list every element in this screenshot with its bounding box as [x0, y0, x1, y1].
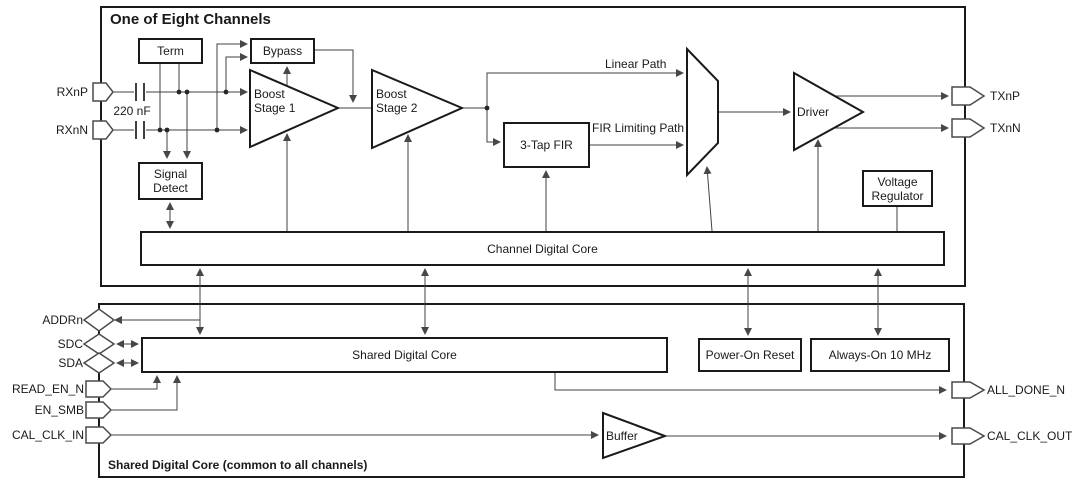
read-en-pin — [85, 380, 113, 398]
read-en-pin-label: READ_EN_N — [11, 382, 84, 396]
mux-symbol — [686, 46, 719, 178]
addr-pin — [82, 308, 116, 332]
fir-block: 3-Tap FIR — [503, 122, 590, 168]
driver-label: Driver — [797, 105, 829, 119]
en-smb-pin — [85, 401, 113, 419]
cal-clk-in-pin — [85, 426, 113, 444]
always-on-block: Always-On 10 MHz — [810, 338, 950, 372]
inter-core-wires — [196, 268, 882, 336]
all-done-pin — [951, 381, 986, 399]
signal-detect-block: Signal Detect — [138, 162, 203, 200]
rxn-pin-label: RXnN — [55, 123, 88, 137]
sdc-pin — [82, 333, 116, 355]
cal-clk-in-pin-label: CAL_CLK_IN — [11, 428, 84, 442]
txn-pin — [951, 118, 986, 138]
boost-stage-1-label: Boost Stage 1 — [254, 87, 296, 115]
boost-stage-2-label: Boost Stage 2 — [376, 87, 418, 115]
power-on-reset-block: Power-On Reset — [698, 338, 802, 372]
channel-wires — [113, 40, 949, 231]
boost-stage-2-symbol — [371, 68, 465, 150]
fir-limiting-path-label: FIR Limiting Path — [592, 121, 685, 135]
shared-wires — [111, 316, 947, 440]
rxn-pin — [92, 120, 114, 140]
cap-value-label: 220 nF — [113, 104, 151, 118]
junction-dots — [157, 89, 490, 133]
rxp-pin-label: RXnP — [56, 85, 88, 99]
channel-digital-core-block: Channel Digital Core — [140, 231, 945, 266]
driver-symbol — [793, 71, 866, 152]
coupling-capacitor-symbols — [135, 83, 145, 139]
cal-clk-out-pin-label: CAL_CLK_OUT — [987, 429, 1073, 443]
addr-pin-label: ADDRn — [42, 313, 83, 327]
package-pins — [82, 82, 986, 445]
sdc-pin-label: SDC — [57, 337, 83, 351]
txp-pin-label: TXnP — [990, 89, 1021, 103]
rxp-pin — [92, 82, 114, 102]
bypass-block: Bypass — [250, 38, 315, 64]
txp-pin — [951, 86, 986, 106]
amplifier-symbols — [249, 46, 866, 460]
en-smb-pin-label: EN_SMB — [34, 403, 84, 417]
all-done-pin-label: ALL_DONE_N — [987, 383, 1066, 397]
channel-control-wires — [166, 66, 822, 232]
buffer-symbol — [602, 411, 668, 460]
txn-pin-label: TXnN — [990, 121, 1021, 135]
term-block: Term — [138, 38, 203, 64]
shared-caption: Shared Digital Core (common to all chann… — [108, 458, 368, 472]
boost-stage-1-symbol — [249, 68, 341, 149]
cal-clk-out-pin — [951, 427, 986, 445]
shared-digital-core-block: Shared Digital Core — [141, 337, 668, 373]
sda-pin — [82, 352, 116, 374]
channel-title: One of Eight Channels — [110, 11, 271, 28]
sda-pin-label: SDA — [58, 356, 83, 370]
voltage-regulator-block: Voltage Regulator — [862, 170, 933, 207]
buffer-label: Buffer — [606, 429, 638, 443]
linear-path-label: Linear Path — [605, 57, 667, 71]
